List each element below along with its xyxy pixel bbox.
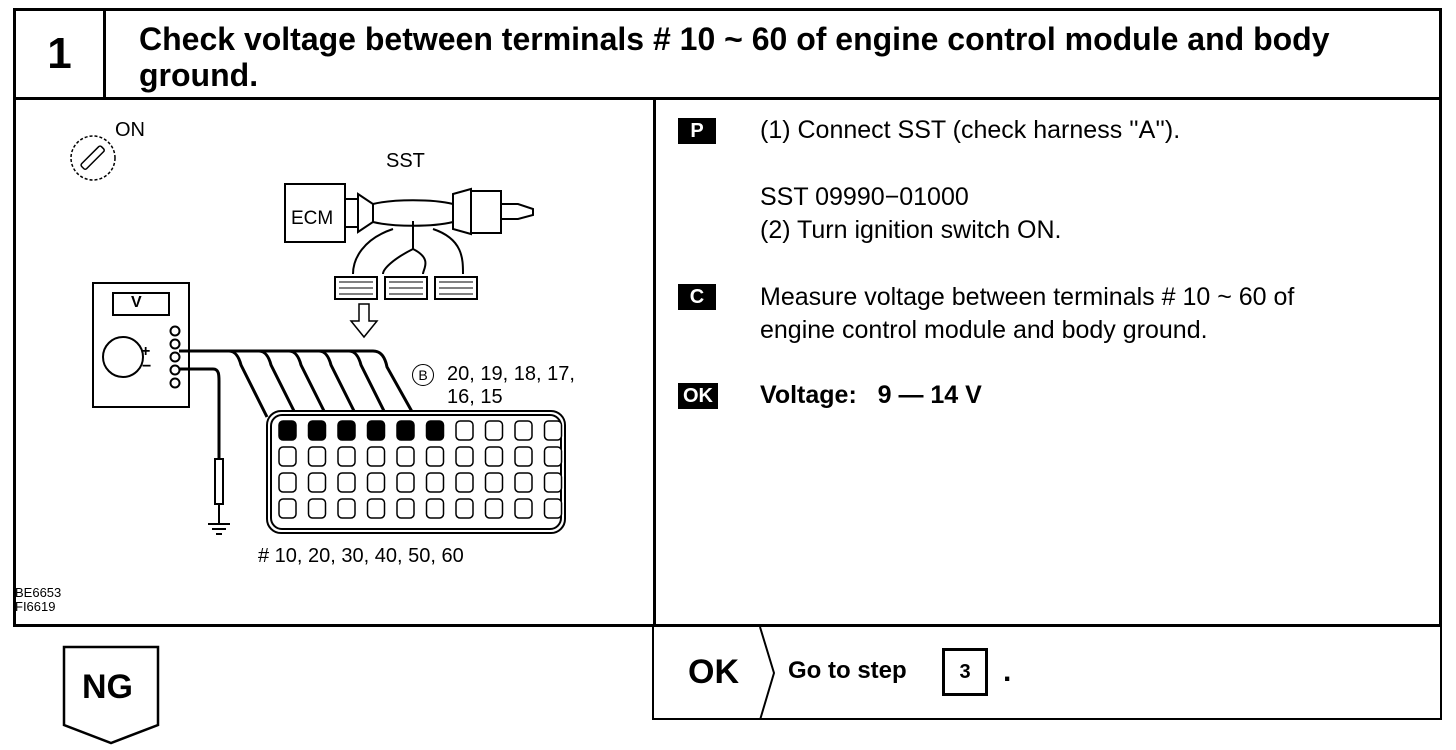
ignition-key-icon — [70, 135, 116, 181]
ground-probe — [208, 458, 230, 535]
connector-terminal — [425, 498, 445, 519]
connector-terminal — [396, 420, 415, 441]
terminals-b-line2: 16, 15 — [447, 386, 503, 408]
goto-step-text: Go to step — [788, 657, 907, 684]
connector-terminal — [543, 446, 563, 467]
connector-terminal — [484, 420, 504, 441]
connector-terminal — [455, 446, 474, 467]
ignition-on-label: ON — [115, 119, 145, 141]
step-number: 1 — [47, 29, 72, 78]
connector-terminal — [307, 420, 327, 441]
meter-plus-label: + — [141, 343, 151, 360]
connector-terminal — [278, 420, 297, 441]
check-tag: C — [678, 284, 716, 310]
connector-terminal — [543, 498, 563, 519]
ok-chevron-icon — [759, 627, 776, 720]
ecm-connector — [266, 410, 566, 534]
connector-terminal — [484, 498, 504, 519]
voltmeter — [92, 282, 190, 408]
connector-terminal — [366, 472, 386, 493]
wiring-diagram — [70, 135, 566, 535]
ng-result-box — [62, 645, 160, 745]
down-arrow-icon — [349, 303, 379, 339]
ok-spec-tag: OK — [678, 383, 718, 409]
connector-terminal — [366, 446, 386, 467]
connector-terminal — [484, 446, 504, 467]
connector-terminal — [278, 472, 297, 493]
ecm-label: ECM — [291, 208, 334, 229]
connector-terminal — [396, 498, 415, 519]
connector-terminal — [514, 498, 533, 519]
prep-tag: P — [678, 118, 716, 144]
connector-terminal — [543, 420, 563, 441]
connector-terminal — [425, 420, 445, 441]
sst-label: SST — [386, 150, 425, 172]
connector-terminal — [396, 472, 415, 493]
connector-terminal — [514, 446, 533, 467]
figure-code-1: BE6653 — [15, 585, 62, 600]
meter-minus-label: − — [142, 358, 152, 375]
connector-b-callout: B — [412, 364, 434, 386]
voltage-spec: Voltage: 9 — 14 V — [760, 381, 982, 409]
connector-terminal — [307, 498, 327, 519]
connector-terminal — [366, 420, 386, 441]
connector-terminal — [337, 498, 356, 519]
connector-terminal — [455, 472, 474, 493]
connector-terminal — [366, 498, 386, 519]
connector-terminal — [337, 472, 356, 493]
ng-result-label: NG — [82, 668, 133, 706]
step-number-box: 1 — [16, 11, 106, 97]
connector-terminal — [455, 498, 474, 519]
step-title: Check voltage between terminals # 10 ~ 6… — [139, 21, 1330, 93]
connector-terminal — [425, 446, 445, 467]
connector-terminal — [484, 472, 504, 493]
goto-step-link[interactable]: 3 — [942, 648, 988, 696]
ok-result-label: OK — [688, 653, 739, 691]
connector-terminal — [455, 420, 474, 441]
ok-result-box — [652, 627, 1442, 720]
terminals-b-line1: 20, 19, 18, 17, — [447, 363, 575, 385]
connector-terminal — [307, 472, 327, 493]
goto-period: . — [1003, 655, 1012, 688]
prep-step-2: (2) Turn ignition switch ON. — [760, 216, 1062, 244]
connector-terminal — [337, 446, 356, 467]
connector-terminal — [514, 420, 533, 441]
connector-terminal — [278, 498, 297, 519]
connector-terminal — [278, 446, 297, 467]
sst-harness — [284, 183, 534, 300]
connector-terminal — [337, 420, 356, 441]
prep-step-1: (1) Connect SST (check harness ''A''). — [760, 116, 1181, 144]
check-line-1: Measure voltage between terminals # 10 ~… — [760, 283, 1295, 311]
step-header: 1 Check voltage between terminals # 10 ~… — [13, 8, 1442, 100]
connector-terminal — [543, 472, 563, 493]
connector-terminal — [396, 446, 415, 467]
figure-code-2: FI6619 — [15, 599, 56, 614]
check-line-2: engine control module and body ground. — [760, 316, 1208, 344]
main-panel — [13, 99, 1442, 627]
sst-part-number: SST 09990−01000 — [760, 183, 969, 211]
connector-terminal — [514, 472, 533, 493]
panel-divider — [653, 99, 656, 627]
terminals-bottom-label: # 10, 20, 30, 40, 50, 60 — [258, 545, 464, 567]
connector-terminal — [425, 472, 445, 493]
meter-label: V — [131, 294, 142, 311]
probe-wires — [179, 349, 417, 489]
connector-terminal — [307, 446, 327, 467]
